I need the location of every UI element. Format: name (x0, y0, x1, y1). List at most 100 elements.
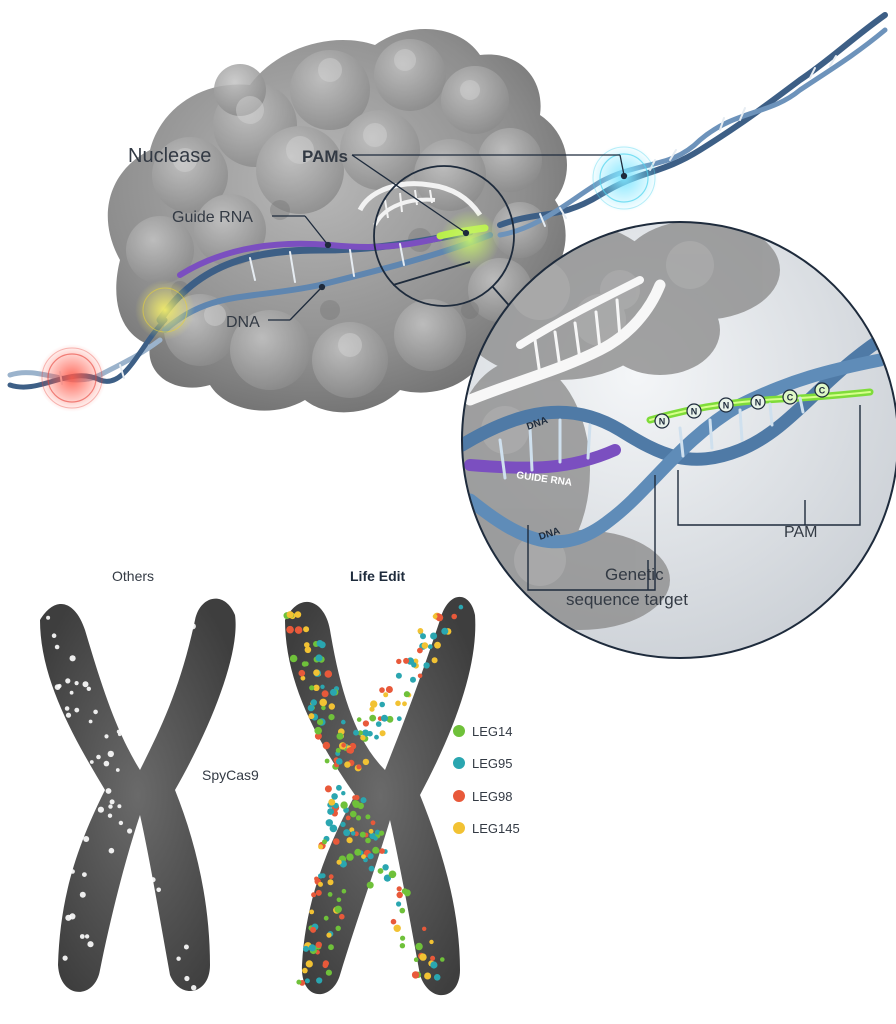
life-edit-site-dot (396, 658, 402, 665)
life-edit-site-dot (417, 628, 424, 634)
life-edit-site-dot (329, 824, 338, 833)
life-edit-site-dot (318, 844, 324, 850)
nuclease-label: Nuclease (128, 145, 211, 167)
life-edit-site-dot (346, 747, 352, 754)
spycas9-site-dot (79, 934, 85, 939)
life-edit-site-dot (322, 839, 327, 845)
pam-base-marker (654, 413, 670, 429)
legend-swatch-leg145 (453, 822, 465, 834)
pam-base-marker (814, 382, 830, 398)
life-edit-site-dot (373, 848, 380, 854)
life-edit-site-dot (344, 761, 351, 768)
life-edit-site-dot (318, 881, 323, 887)
life-edit-site-dot (341, 888, 347, 894)
life-edit-site-dot (313, 669, 320, 676)
life-edit-site-dot (403, 691, 410, 698)
spycas9-site-dot (89, 760, 94, 764)
life-edit-site-dot (326, 932, 332, 938)
spycas9-site-dot (183, 640, 189, 646)
life-edit-site-dot (345, 815, 351, 821)
life-edit-site-dot (324, 758, 330, 764)
life-edit-site-dot (370, 700, 378, 708)
life-edit-site-dot (328, 944, 334, 951)
life-edit-site-dot (385, 686, 393, 693)
life-edit-site-dot (336, 897, 342, 903)
life-edit-site-dot (309, 909, 315, 915)
life-edit-site-dot (294, 626, 303, 634)
pams-callout-lines (351, 154, 628, 237)
spycas9-site-dot (127, 828, 133, 834)
life-edit-site-dot (320, 684, 325, 689)
life-edit-site-dot (296, 979, 302, 985)
spycas9-site-dot (150, 877, 156, 883)
life-edit-site-dot (431, 657, 438, 664)
life-edit-site-dot (379, 848, 385, 854)
life-edit-site-dot (315, 889, 322, 896)
life-edit-site-dot (386, 715, 394, 723)
life-edit-site-dot (396, 716, 402, 722)
genetic-target-label-line1: Genetic (605, 565, 664, 584)
green-pam-site (440, 210, 500, 270)
life-edit-site-dot (422, 926, 427, 931)
life-edit-site-dot (369, 706, 375, 712)
spycas9-site-dot (103, 760, 110, 767)
life-edit-site-dot (327, 892, 333, 897)
life-edit-site-dot (330, 688, 337, 696)
life-edit-site-dot (294, 611, 302, 618)
legend-swatch-leg95 (453, 757, 465, 769)
spycas9-site-dot (64, 706, 70, 711)
pam-base-marker (750, 394, 766, 410)
pam-base-letter: N (659, 417, 666, 427)
life-edit-site-dot (411, 971, 420, 979)
life-edit-site-dot (350, 810, 357, 818)
life-edit-site-dot (304, 646, 312, 654)
dna-callout (268, 283, 326, 321)
spycas9-site-dot (74, 707, 80, 713)
spycas9-site-dot (83, 836, 90, 842)
spycas9-site-dot (82, 681, 89, 688)
spycas9-site-dot (159, 677, 164, 682)
life-edit-site-dot (415, 942, 423, 951)
life-edit-site-dot (374, 734, 379, 740)
life-edit-site-dot (396, 901, 402, 907)
life-edit-site-dot (366, 881, 374, 889)
spycas9-site-dot (108, 847, 115, 854)
spycas9-site-dot (78, 803, 85, 810)
life-edit-site-dot (365, 814, 371, 820)
spycas9-site-dot (82, 872, 87, 877)
life-edit-site-dot (352, 800, 360, 808)
spycas9-site-dot (107, 750, 115, 758)
zoom-inset-border (461, 221, 896, 659)
life-edit-site-dot (429, 939, 434, 945)
life-edit-site-dot (334, 905, 342, 913)
life-edit-site-dot (421, 642, 429, 649)
spycas9-site-dot (115, 768, 120, 772)
spycas9-site-dot (70, 869, 75, 874)
life-edit-site-dot (335, 747, 341, 753)
life-edit-site-dot (289, 654, 298, 663)
life-edit-site-dot (327, 808, 334, 815)
life-edit-site-dot (333, 838, 340, 845)
life-edit-site-dot (316, 977, 323, 984)
spycas9-site-dot (93, 709, 98, 715)
life-edit-site-dot (310, 926, 317, 933)
life-edit-site-dot (370, 820, 376, 826)
life-edit-site-dot (313, 684, 320, 691)
spycas9-site-dot (62, 955, 68, 961)
spycas9-site-dot (88, 719, 93, 724)
spycas9-site-dot (184, 975, 190, 982)
life-edit-site-dot (362, 720, 369, 727)
life-edit-site-dot (417, 647, 423, 654)
life-edit-site-dot (396, 891, 403, 899)
spycas9-site-dot (149, 694, 155, 701)
pam-base-marker (686, 403, 702, 419)
life-edit-site-dot (341, 791, 346, 796)
life-edit-site-dot (286, 625, 294, 634)
life-edit-site-dot (354, 848, 362, 856)
life-edit-site-dot (304, 642, 310, 648)
spycas9-site-dot (87, 941, 94, 948)
life-edit-site-dot (346, 853, 354, 861)
spycas9-site-dot (80, 799, 85, 804)
spycas9-site-dot (51, 633, 57, 638)
pam-base-letter: C (819, 386, 826, 396)
